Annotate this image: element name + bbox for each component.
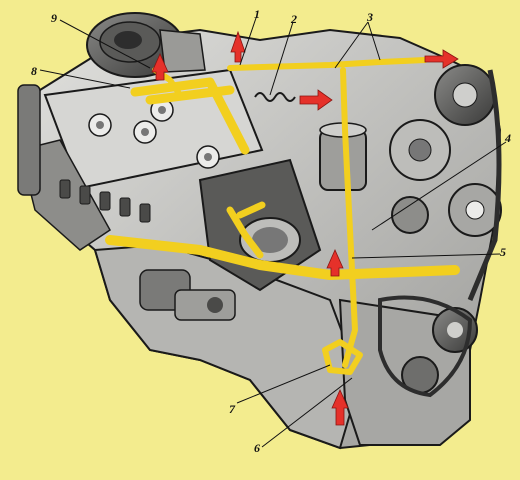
top-oil-line	[227, 57, 428, 71]
callouts	[39, 17, 507, 448]
leader-line-1	[239, 17, 257, 66]
pulley-icon	[391, 196, 429, 234]
oil-pump-outlet	[322, 339, 363, 375]
flow-arrow-icon	[299, 89, 333, 111]
crank-oil-passage	[226, 201, 266, 259]
callout-9: 9	[51, 11, 57, 25]
leader-line-6	[261, 377, 353, 448]
leader-line-7	[236, 364, 331, 404]
injector-row	[59, 179, 151, 223]
vertical-oil-riser	[340, 67, 358, 368]
bolt-head-icon	[88, 113, 112, 137]
pulley-icon	[434, 64, 496, 126]
head-oil-gallery	[130, 77, 250, 155]
flow-arrows	[151, 30, 459, 426]
callout-6: 6	[254, 441, 260, 455]
callout-2: 2	[290, 12, 297, 26]
flow-arrow-icon	[424, 49, 459, 69]
leader-line-5	[351, 253, 501, 259]
relief-valve-spring	[254, 92, 296, 102]
bolt-head-icon	[150, 98, 174, 122]
callout-3: 3	[366, 10, 373, 24]
starter-motor	[139, 269, 236, 321]
leader-line-9	[59, 19, 151, 69]
flow-arrow-icon	[326, 249, 344, 277]
oil-channels	[105, 57, 460, 375]
lower-belt	[378, 295, 473, 398]
main-oil-gallery	[105, 235, 460, 280]
leader-line-4	[371, 141, 507, 231]
pulley-icon	[389, 119, 451, 181]
callout-7: 7	[229, 402, 236, 416]
flow-arrow-icon	[151, 53, 169, 81]
drive-belt	[467, 69, 502, 301]
leader-line-2	[269, 21, 294, 96]
leader-line-3	[334, 21, 369, 69]
leader-line-3b	[367, 21, 381, 61]
callout-8: 8	[31, 64, 37, 78]
flow-arrow-icon	[230, 30, 246, 63]
valve-cover-bolts	[88, 98, 220, 169]
callout-labels: 1 2 3 4 5 6 7 8 9	[31, 7, 511, 455]
callout-4: 4	[504, 131, 511, 145]
bolt-head-icon	[133, 120, 157, 144]
leader-line-8	[39, 69, 131, 89]
callout-1: 1	[254, 7, 260, 21]
pulley-icon	[448, 183, 502, 237]
flow-arrow-icon	[331, 389, 349, 426]
accessory-drive	[378, 64, 502, 398]
bolt-head-icon	[196, 145, 220, 169]
callout-5: 5	[500, 245, 506, 259]
